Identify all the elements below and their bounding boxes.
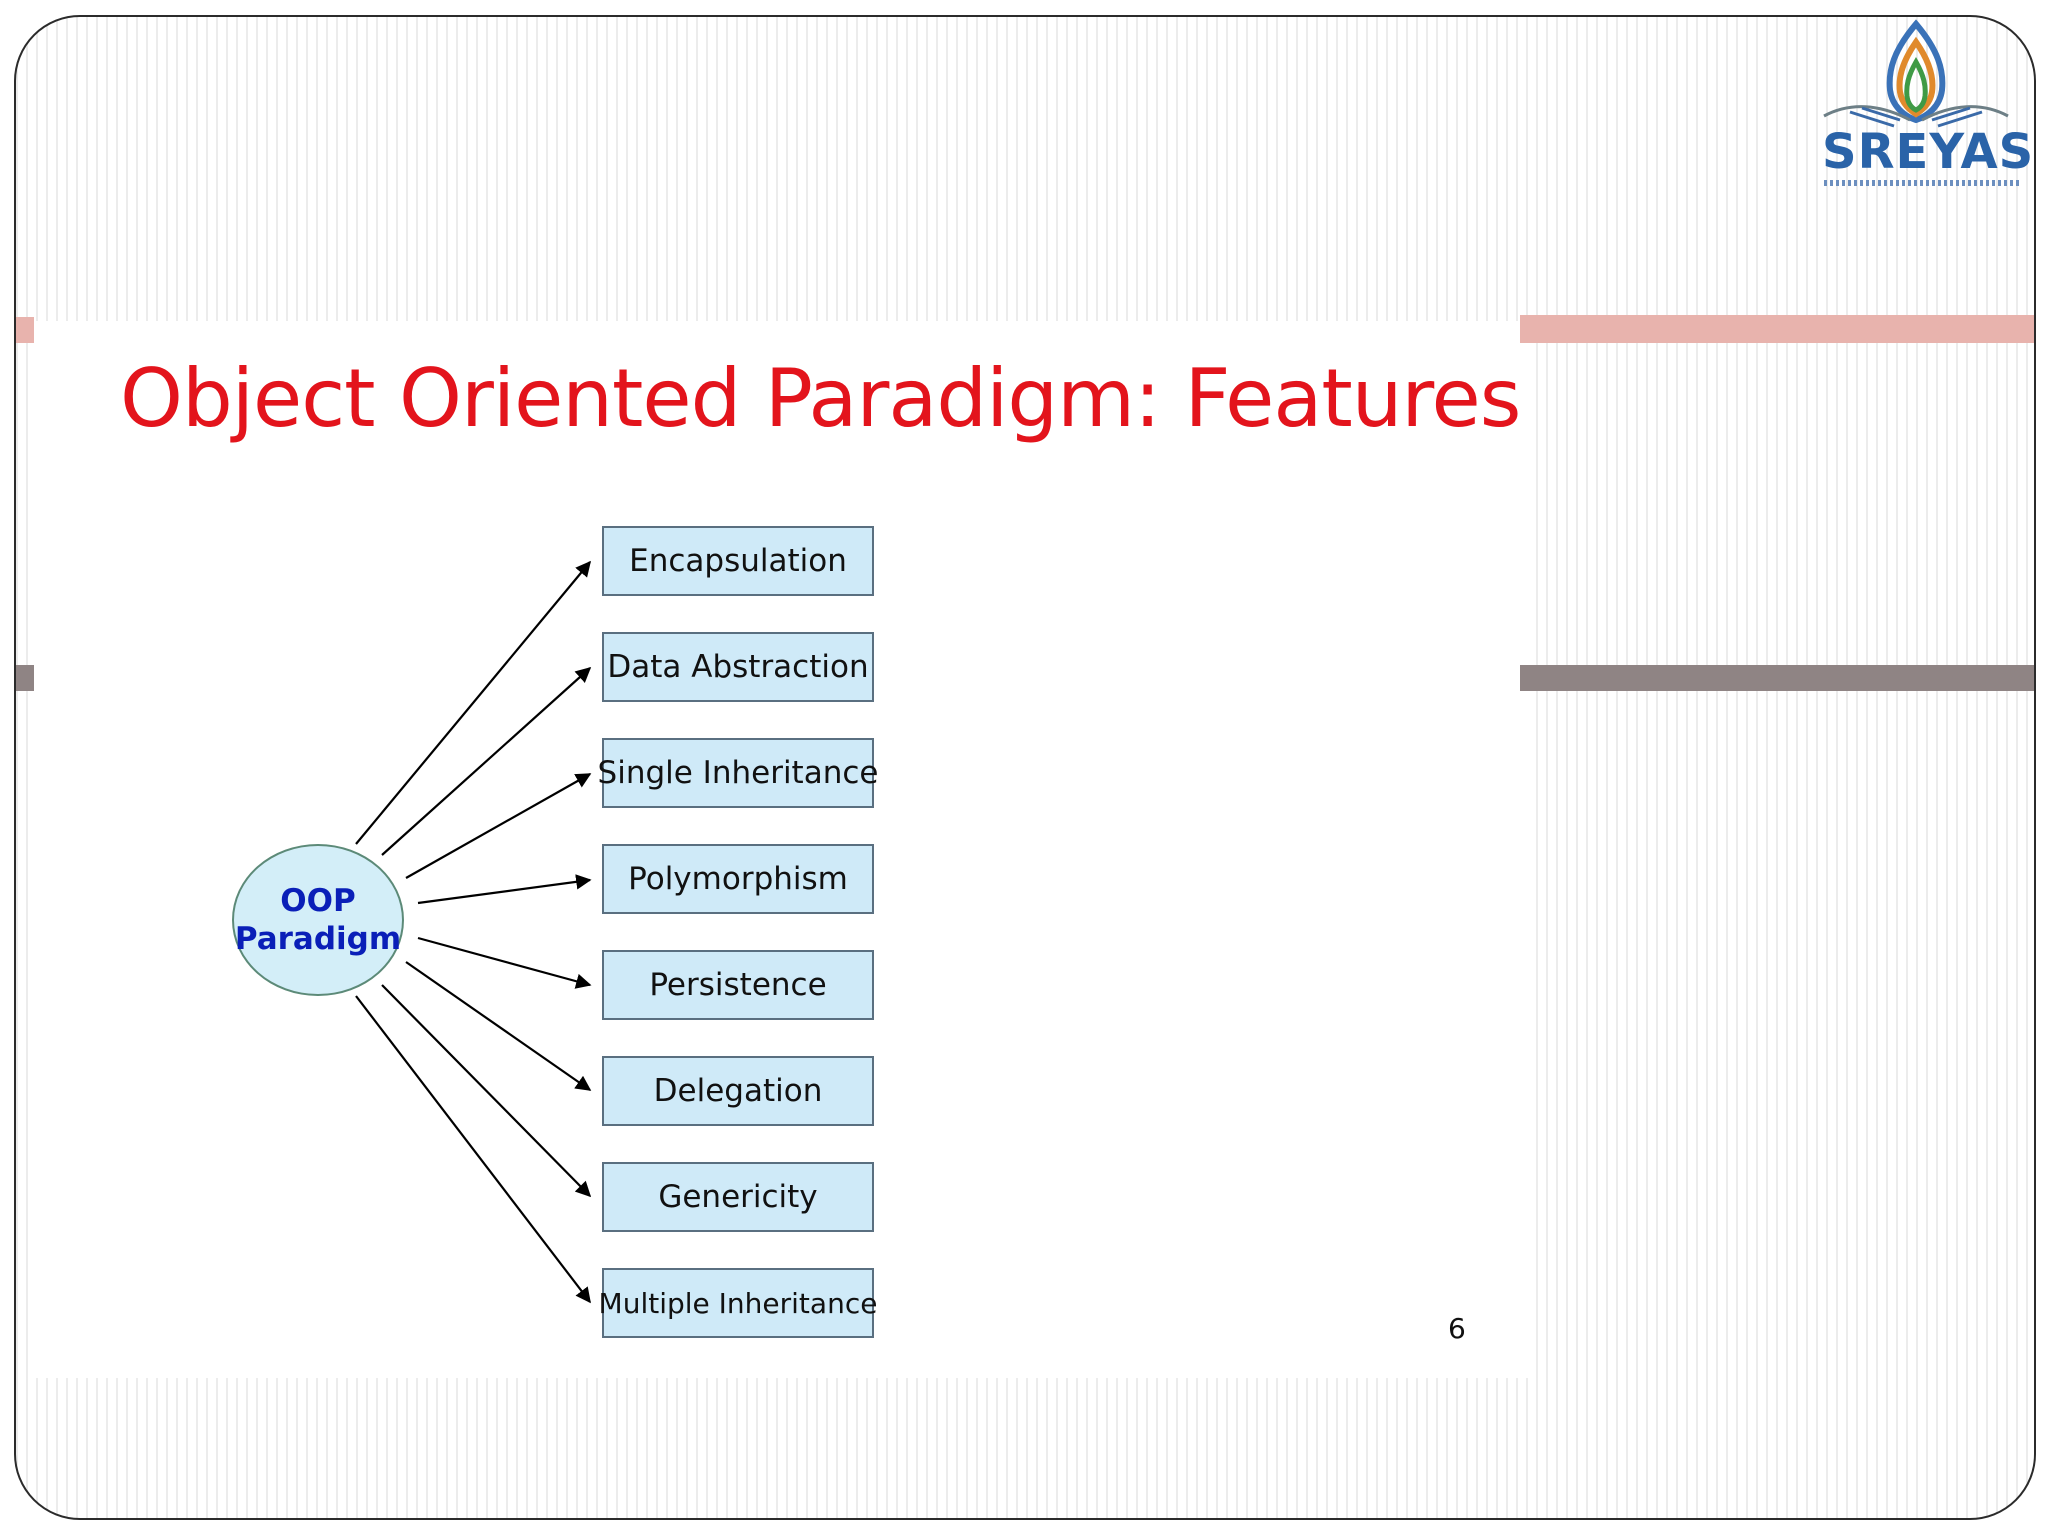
feature-box-delegation: Delegation — [602, 1056, 874, 1126]
accent-bar-gray-right — [1520, 665, 2034, 691]
arrow-persistence — [417, 936, 592, 989]
sreyas-logo-icon — [1823, 19, 2009, 128]
feature-box-multiple-inheritance: Multiple Inheritance — [599, 1268, 877, 1338]
hub-label-line2: Paradigm — [234, 921, 402, 957]
logo-tagline-rule — [1824, 180, 2020, 186]
arrow-delegation — [405, 961, 592, 1091]
accent-bar-gray-left — [16, 665, 34, 691]
arrow-encapsulation — [355, 560, 591, 845]
feature-box-data-abstraction: Data Abstraction — [602, 632, 874, 702]
arrow-multiple-inheritance — [355, 995, 591, 1304]
feature-box-single-inheritance: Single Inheritance — [598, 738, 878, 808]
logo-wordmark: SREYAS — [1822, 124, 2035, 180]
slide-frame — [14, 15, 2036, 1520]
arrow-polymorphism — [417, 874, 592, 905]
page-number: 6 — [1448, 1312, 1466, 1345]
accent-bar-pink-left — [16, 317, 34, 343]
hub-label-line1: OOP — [280, 883, 356, 919]
oop-paradigm-hub: OOP Paradigm — [232, 844, 404, 996]
feature-box-encapsulation: Encapsulation — [602, 526, 874, 596]
arrow-single-inheritance — [405, 773, 592, 879]
slide-title: Object Oriented Paradigm: Features — [120, 352, 1521, 445]
feature-box-polymorphism: Polymorphism — [602, 844, 874, 914]
arrow-data-abstraction — [381, 666, 592, 856]
arrow-genericity — [381, 984, 592, 1198]
feature-box-genericity: Genericity — [602, 1162, 874, 1232]
feature-box-persistence: Persistence — [602, 950, 874, 1020]
accent-bar-pink-right — [1520, 315, 2034, 343]
